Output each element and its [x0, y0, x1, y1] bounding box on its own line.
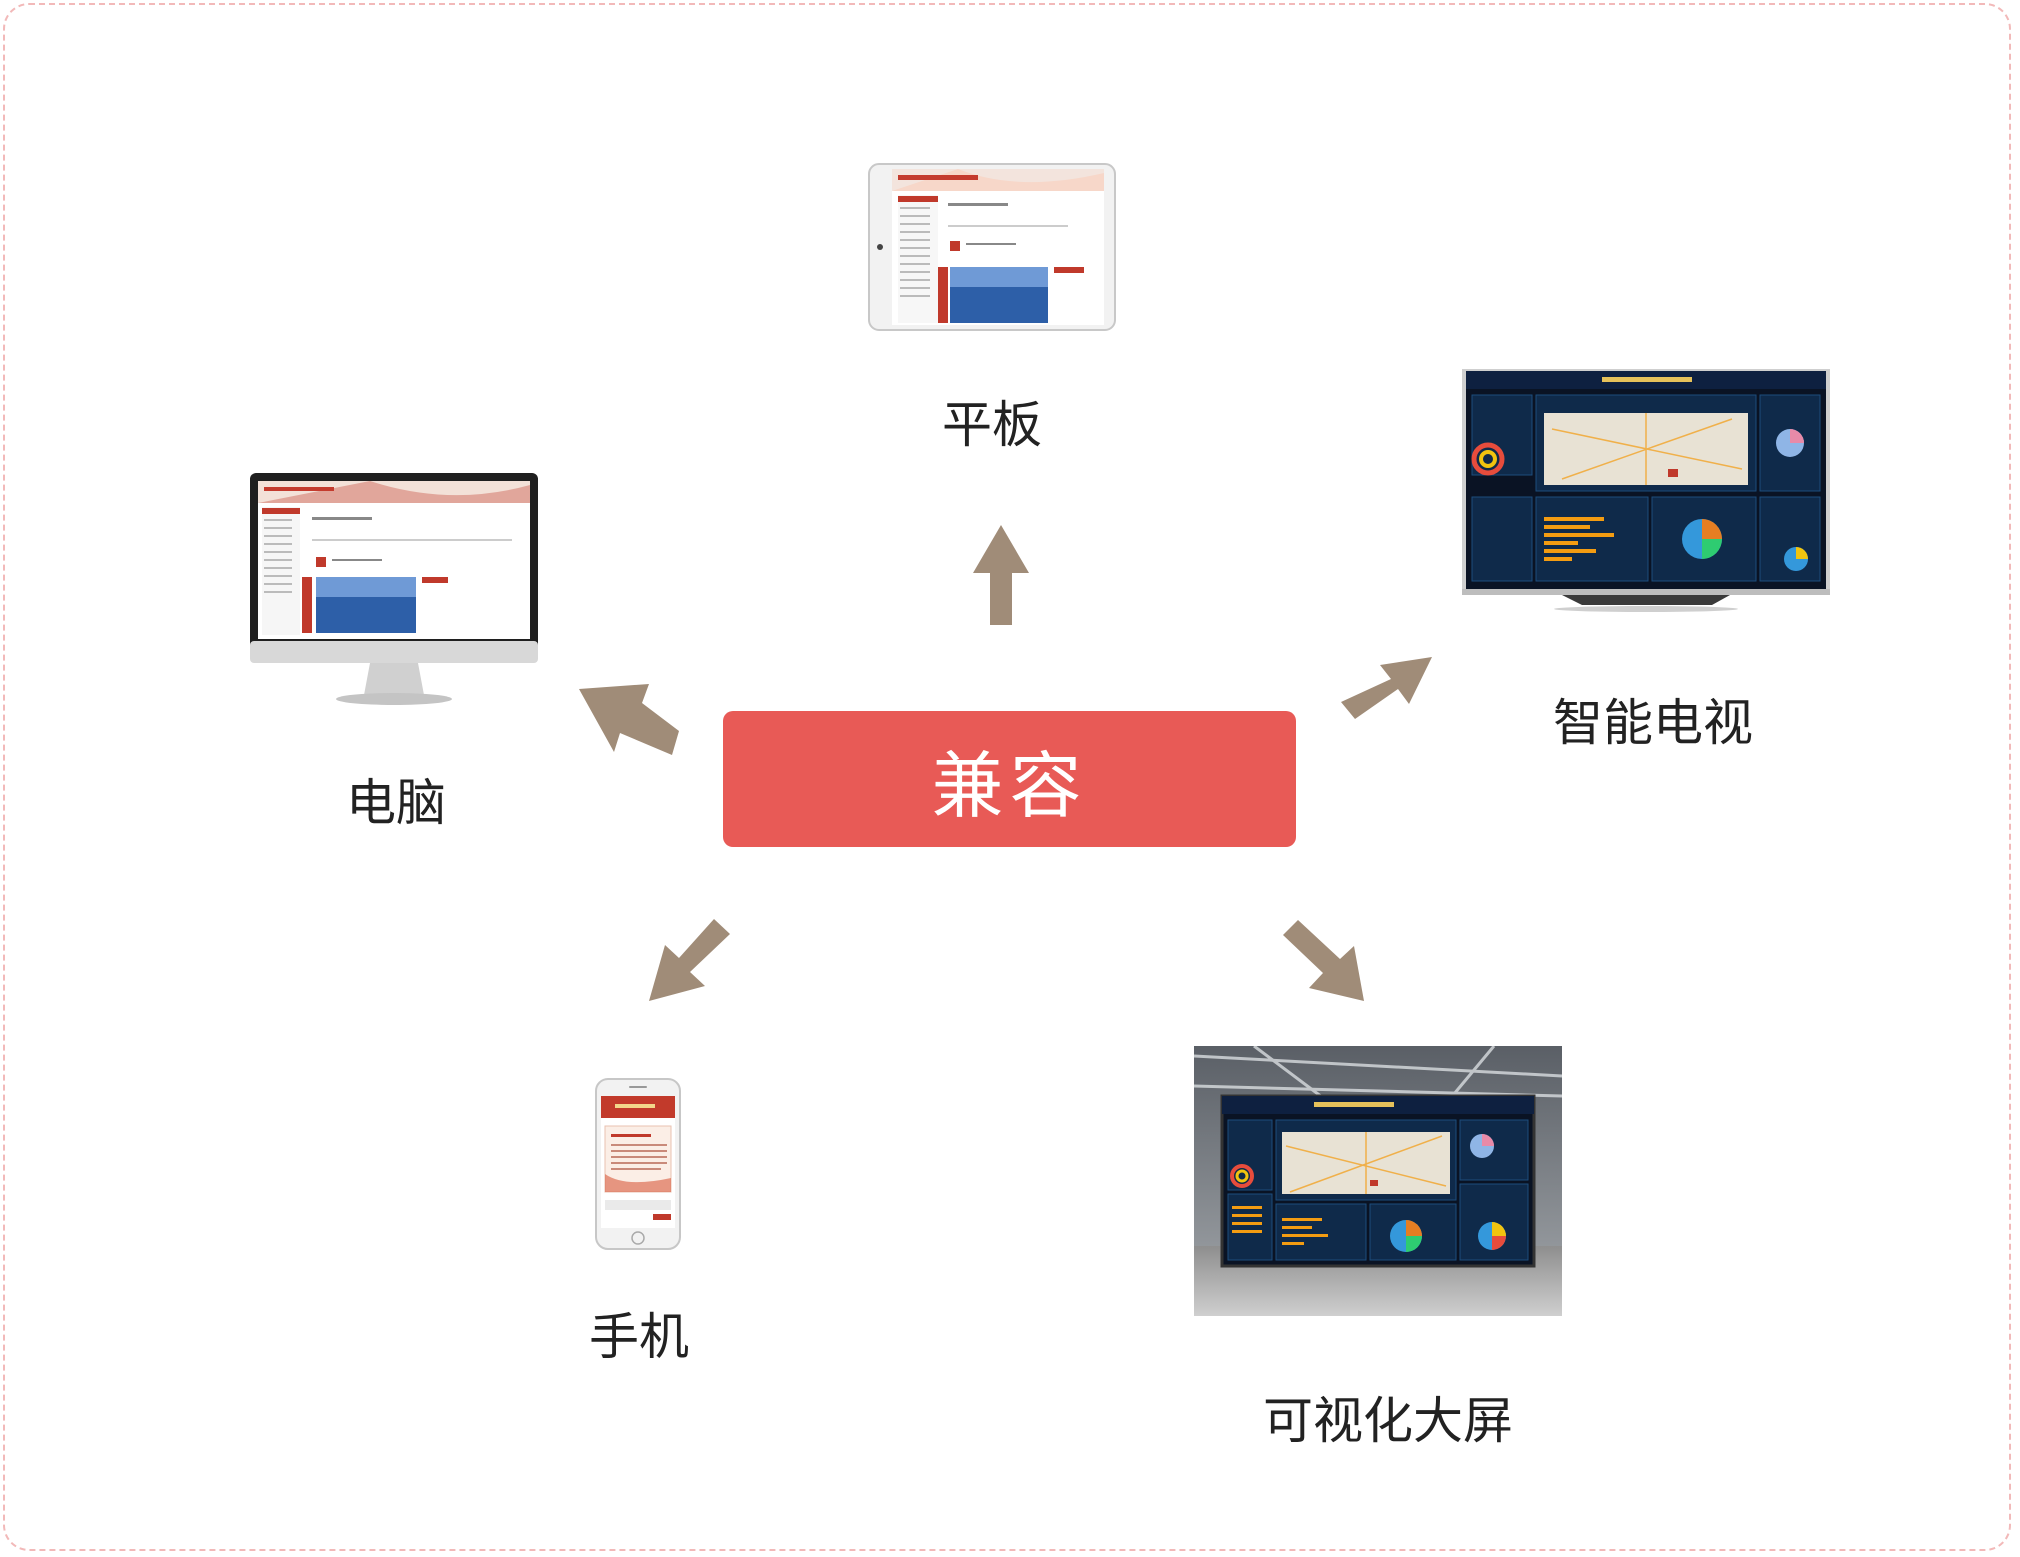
desktop-label: 电脑: [346, 774, 446, 832]
arrow-to-phone: [649, 919, 730, 1001]
tablet-image: [868, 163, 1116, 331]
arrow-to-videowall: [1283, 920, 1364, 1001]
desktop-image: [250, 473, 538, 705]
videowall-label: 可视化大屏: [1263, 1392, 1513, 1450]
arrow-to-tv: [1341, 657, 1432, 719]
compatible-box: 兼容: [723, 711, 1296, 847]
compatible-label: 兼容: [931, 743, 1088, 828]
tv-label: 智能电视: [1553, 694, 1753, 752]
videowall-image: [1194, 1046, 1562, 1316]
tv-image: [1462, 369, 1830, 612]
phone-image: [595, 1078, 681, 1250]
arrow-to-desktop: [579, 684, 679, 755]
tablet-label: 平板: [942, 396, 1042, 454]
dashed-frame: [3, 3, 2011, 1551]
arrow-to-tablet: [973, 525, 1029, 625]
phone-label: 手机: [589, 1308, 689, 1366]
